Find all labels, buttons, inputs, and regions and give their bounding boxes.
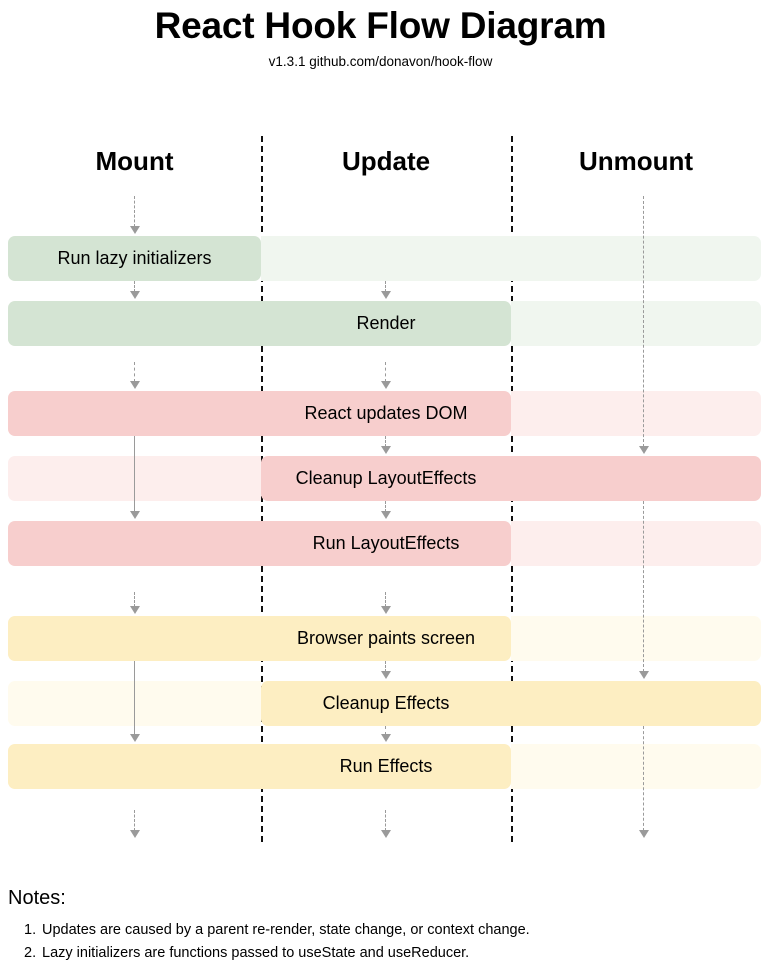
arrow-head	[380, 734, 391, 742]
arrow-stem	[385, 726, 386, 735]
arrow-stem	[134, 436, 135, 512]
flow-row: Run LayoutEffects	[8, 521, 761, 566]
flow-row-segment-update	[261, 744, 511, 789]
flow-row-segment-mount	[8, 391, 261, 436]
arrow-head	[129, 511, 140, 519]
flow-row: Render	[8, 301, 761, 346]
flow-row-segment-unmount	[511, 456, 761, 501]
flow-row-label: React updates DOM	[304, 403, 468, 423]
arrow-stem	[385, 436, 386, 447]
note-item: 1. Updates are caused by a parent re-rend…	[24, 919, 530, 941]
flow-row: Run Effects	[8, 744, 761, 789]
arrow-stem	[385, 661, 386, 672]
arrow-head	[638, 671, 649, 679]
flow-row-segment-mount	[8, 301, 261, 346]
flow-row-segment-update	[261, 681, 511, 726]
arrow-stem	[385, 810, 386, 831]
flow-row-segment-unmount	[511, 681, 761, 726]
flow-row-segment-unmount	[511, 521, 761, 566]
column-header-mount: Mount	[95, 146, 174, 176]
arrow-head	[638, 446, 649, 454]
arrow-head	[129, 381, 140, 389]
column-header-update: Update	[341, 146, 431, 176]
flow-row-label: Run lazy initializers	[57, 248, 212, 268]
flow-row-label: Render	[356, 313, 416, 333]
arrow-head	[129, 606, 140, 614]
arrow-head	[129, 291, 140, 299]
arrow-stem	[643, 726, 644, 831]
arrow-stem	[385, 281, 386, 292]
note-number: 2.	[24, 945, 37, 961]
arrow-stem	[134, 362, 135, 382]
flow-row-segment-unmount	[511, 301, 761, 346]
note-item: 2. Lazy initializers are functions passed…	[24, 942, 469, 964]
column-header-unmount: Unmount	[578, 146, 694, 176]
arrow-stem	[385, 592, 386, 607]
flow-row-label: Cleanup Effects	[322, 693, 450, 713]
arrow-stem	[134, 810, 135, 831]
arrow-stem	[385, 362, 386, 382]
arrow-head	[129, 830, 140, 838]
arrow-head	[380, 606, 391, 614]
flow-row-segment-update	[261, 616, 511, 661]
notes-title: Notes:	[8, 887, 66, 909]
arrow-stem	[643, 501, 644, 672]
flow-row-segment-unmount	[511, 616, 761, 661]
flow-row-segment-mount	[8, 744, 261, 789]
arrow-stem	[134, 281, 135, 292]
flow-row-segment-mount	[8, 236, 261, 281]
flow-row: Browser paints screen	[8, 616, 761, 661]
flow-row-segment-mount	[8, 616, 261, 661]
flow-row: Cleanup Effects	[8, 681, 761, 726]
flow-row: Cleanup LayoutEffects	[8, 456, 761, 501]
note-number: 1.	[24, 922, 37, 938]
flow-row-label: Run LayoutEffects	[312, 533, 460, 553]
flow-row-segment-unmount	[511, 744, 761, 789]
flow-row-segment-update	[261, 301, 511, 346]
arrow-head	[380, 671, 391, 679]
flow-row-segment-update	[261, 521, 511, 566]
flow-row-segment-update	[261, 236, 511, 281]
flow-row-segment-update	[261, 391, 511, 436]
arrow-head	[638, 830, 649, 838]
flow-row-label: Cleanup LayoutEffects	[295, 468, 477, 488]
arrow-stem	[643, 196, 644, 447]
flow-row-label: Browser paints screen	[296, 628, 476, 648]
flow-row-segment-unmount	[511, 236, 761, 281]
arrow-stem	[134, 196, 135, 227]
flow-row-segment-update	[261, 456, 511, 501]
arrow-head	[380, 830, 391, 838]
page-subtitle: v1.3.1 github.com/donavon/hook-flow	[268, 54, 493, 69]
arrow-head	[380, 291, 391, 299]
arrow-head	[380, 511, 391, 519]
flow-row-segment-mount	[8, 521, 261, 566]
flow-row: React updates DOM	[8, 391, 761, 436]
arrow-head	[380, 381, 391, 389]
flow-row-label: Run Effects	[339, 756, 433, 776]
arrow-stem	[134, 661, 135, 735]
arrow-head	[380, 446, 391, 454]
note-text: Lazy initializers are functions passed t…	[42, 945, 470, 961]
arrow-stem	[134, 592, 135, 607]
flow-row: Run lazy initializers	[8, 236, 761, 281]
arrow-head	[129, 226, 140, 234]
flow-row-segment-unmount	[511, 391, 761, 436]
note-text: Updates are caused by a parent re-render…	[42, 922, 530, 938]
arrow-head	[129, 734, 140, 742]
page-title: React Hook Flow Diagram	[154, 5, 607, 46]
arrow-stem	[385, 501, 386, 512]
